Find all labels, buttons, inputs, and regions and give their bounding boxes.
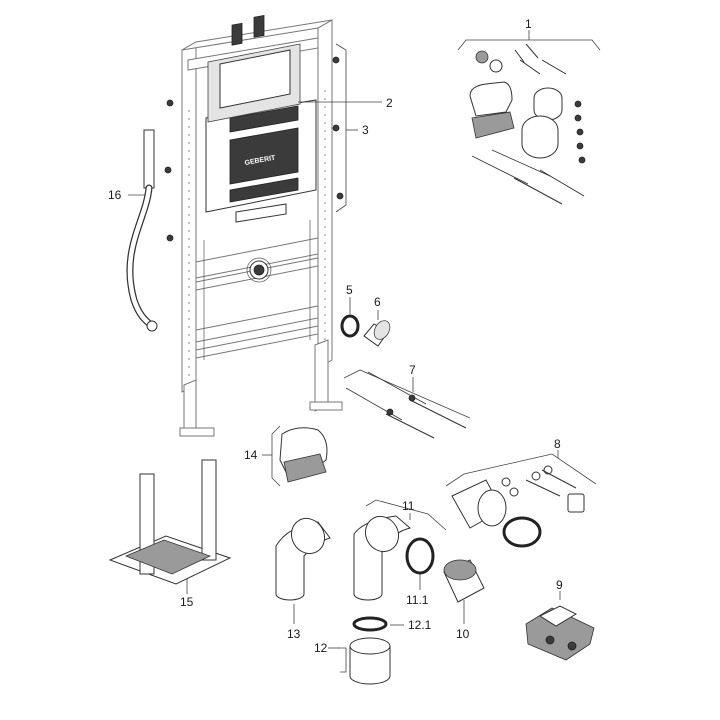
connector-piece-10 [443,559,485,603]
concealed-cistern: GEBERIT [205,14,317,223]
label-10: 10 [456,627,470,641]
label-15: 15 [180,595,194,609]
seal-ring-5 [340,314,360,338]
label-11: 11 [402,499,415,513]
label-12-1: 12.1 [408,618,432,632]
wall-anchor-screws [164,56,344,242]
label-13: 13 [287,627,301,641]
label-16: 16 [108,188,122,202]
clamp-bracket-9 [525,605,595,661]
label-2: 2 [386,96,393,110]
label-5: 5 [346,283,353,297]
drain-bend-11 [353,515,412,601]
fixing-set [469,43,586,205]
label-9: 9 [556,578,563,592]
label-14: 14 [244,448,258,462]
support-bracket-14 [279,427,328,483]
leader-lines [128,30,601,673]
label-6: 6 [374,295,381,309]
flexible-hose [126,129,158,332]
threaded-rod-set [345,371,467,439]
seal-ring-12-1 [352,616,388,632]
label-12: 12 [314,641,328,655]
floor-stand-15 [108,459,232,585]
connector-sleeve-6 [363,320,391,347]
seal-ring-11-1 [405,537,435,575]
label-1: 1 [525,17,532,31]
pipe-connector-12 [349,637,391,685]
label-3: 3 [362,123,369,137]
part-labels: 1 2 3 16 5 6 7 8 9 10 11 11.1 12 12.1 13… [108,17,563,655]
label-8: 8 [554,437,561,451]
drain-bend-13 [275,517,331,601]
label-11-1: 11.1 [406,593,429,607]
connection-set-8 [451,465,585,548]
label-7: 7 [409,363,416,377]
